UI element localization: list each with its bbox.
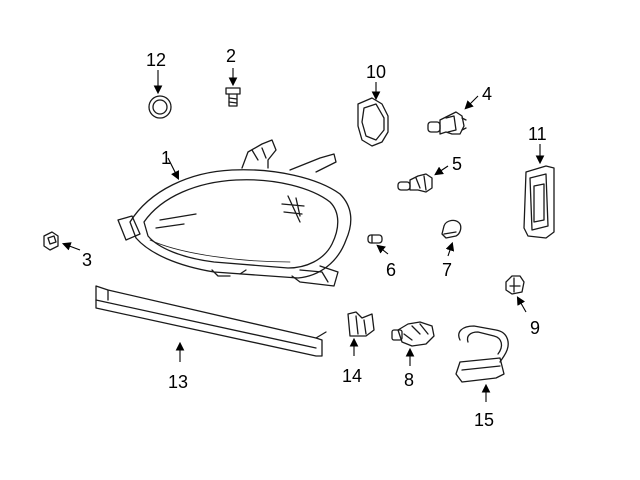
callout-1: 1 [161, 148, 171, 168]
fog-bulb-part [397, 173, 433, 193]
leader-1 [167, 157, 179, 180]
callout-9: 9 [530, 318, 540, 338]
callout-3: 3 [82, 250, 92, 270]
callout-4: 4 [482, 84, 492, 104]
callout-8: 8 [404, 370, 414, 390]
leader-3 [61, 242, 81, 251]
callout-7: 7 [442, 260, 452, 280]
callout-13: 13 [168, 372, 188, 392]
callout-6: 6 [386, 260, 396, 280]
leader-4 [464, 95, 479, 110]
side-lens-part [523, 165, 555, 239]
callout-15: 15 [474, 410, 494, 430]
callout-2: 2 [226, 46, 236, 66]
leader-9 [516, 296, 527, 313]
leader-6 [376, 244, 389, 255]
marker-socket-part [505, 275, 525, 295]
turn-signal-bulb-part [441, 219, 462, 239]
lower-trim-strip-part [95, 285, 327, 357]
callout-14: 14 [342, 366, 362, 386]
callout-11: 11 [528, 124, 547, 144]
callout-labels: 1 2 3 4 5 6 7 8 9 10 11 12 13 14 15 [82, 46, 547, 430]
leader-5 [434, 165, 449, 176]
callout-10: 10 [366, 62, 386, 82]
bolt-part [225, 87, 241, 107]
headlamp-assembly [117, 139, 352, 287]
headlamp-bulb-part [427, 111, 467, 135]
nut-clip-part [43, 231, 59, 251]
leader-lines [61, 68, 545, 402]
retainer-ring-part [357, 97, 389, 147]
side-marker-bulb-part [367, 234, 383, 244]
seal-ring-part [148, 95, 172, 119]
bulb-socket-part [391, 321, 435, 347]
leader-7 [445, 241, 455, 257]
wiring-harness-part [455, 325, 509, 383]
callout-5: 5 [452, 154, 462, 174]
mounting-clip-part [347, 311, 375, 337]
callout-12: 12 [146, 50, 166, 70]
